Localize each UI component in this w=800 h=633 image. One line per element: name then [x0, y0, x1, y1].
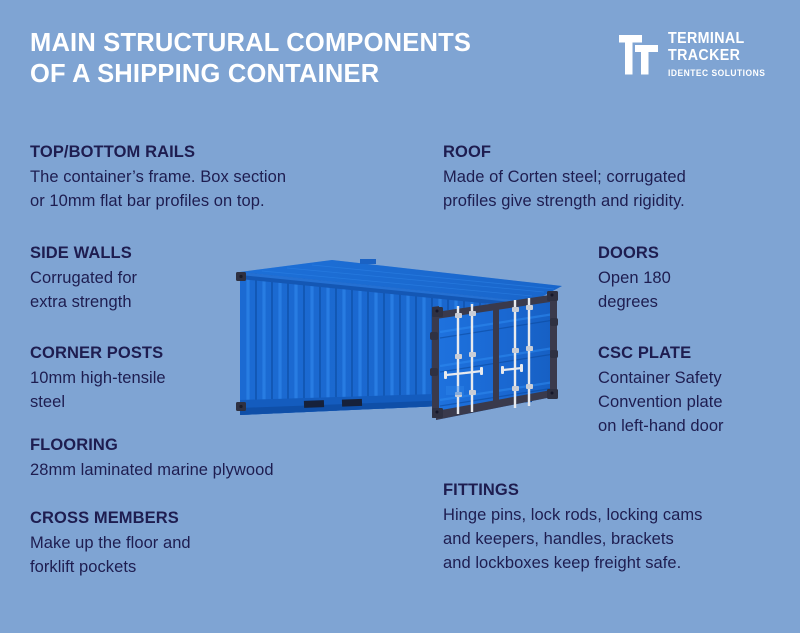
container-top-rail	[240, 272, 532, 308]
callout-title: CORNER POSTS	[30, 344, 164, 362]
container-roof	[240, 259, 562, 302]
callout-body: 28mm laminated marine plywood	[30, 458, 274, 482]
callout-body: Container Safety Convention plate on lef…	[598, 366, 724, 438]
door-hinges	[430, 318, 558, 376]
callout-flooring: FLOORING 28mm laminated marine plywood	[30, 435, 274, 482]
door-frame-right	[550, 294, 557, 397]
callout-body: Corrugated for extra strength	[30, 266, 137, 314]
callout-title: FLOORING	[30, 436, 118, 454]
callout-body-line: Hinge pins, lock rods, locking cams	[443, 506, 703, 524]
callout-title: SIDE WALLS	[30, 244, 132, 262]
callout-body-line: steel	[30, 393, 66, 411]
callout-title: DOORS	[598, 244, 660, 262]
forklift-pocket	[341, 398, 363, 407]
callout-body-line: profiles give strength and rigidity.	[443, 192, 685, 210]
callout-body-line: degrees	[598, 293, 658, 311]
callout-body-line: forklift pockets	[30, 558, 137, 576]
callout-title: FITTINGS	[443, 481, 519, 499]
callout-body-line: The container’s frame. Box section	[30, 168, 287, 186]
callout-body-line: Make up the floor and	[30, 534, 191, 552]
callout-doors: DOORS Open 180 degrees	[598, 243, 671, 314]
forklift-pocket	[303, 400, 325, 408]
callout-body-line: Corrugated for	[30, 269, 138, 287]
callout-body-line: Made of Corten steel; corrugated	[443, 168, 686, 186]
tt-monogram-icon	[619, 35, 659, 75]
door-corner-post-left	[432, 306, 439, 418]
page-title-line-1: MAIN STRUCTURAL COMPONENTS	[30, 29, 472, 57]
callout-fittings: FITTINGS Hinge pins, lock rods, locking …	[443, 480, 702, 575]
callout-body-line: Open 180	[598, 269, 671, 287]
logo-line-1: TERMINAL	[668, 30, 745, 47]
brand-logo: TERMINAL TRACKER IDENTEC SOLUTIONS	[619, 30, 774, 80]
callout-top-bottom-rails: TOP/BOTTOM RAILS The container’s frame. …	[30, 142, 286, 213]
container-door-end	[430, 291, 558, 420]
callout-body-line: and lockboxes keep freight safe.	[443, 554, 682, 572]
callout-body-line: or 10mm flat bar profiles on top.	[30, 192, 265, 210]
callout-body: The container’s frame. Box section or 10…	[30, 165, 286, 213]
callout-body-line: Convention plate	[598, 393, 723, 411]
door-handles	[444, 364, 523, 379]
callout-body: Hinge pins, lock rods, locking cams and …	[443, 503, 702, 575]
logo-wordmark: TERMINAL TRACKER IDENTEC SOLUTIONS	[668, 30, 774, 80]
callout-body: Make up the floor and forklift pockets	[30, 531, 191, 579]
callout-cross-members: CROSS MEMBERS Make up the floor and fork…	[30, 508, 191, 579]
header: MAIN STRUCTURAL COMPONENTS OF A SHIPPING…	[0, 0, 800, 115]
callout-corner-posts: CORNER POSTS 10mm high-tensile steel	[30, 343, 166, 414]
callout-body-line: extra strength	[30, 293, 132, 311]
callout-body-line: 10mm high-tensile	[30, 369, 166, 387]
callout-body-line: and keepers, handles, brackets	[443, 530, 674, 548]
callout-body-line: on left-hand door	[598, 417, 724, 435]
page-title-line-2: OF A SHIPPING CONTAINER	[30, 60, 380, 88]
callout-title: ROOF	[443, 143, 492, 161]
callout-roof: ROOF Made of Corten steel; corrugated pr…	[443, 142, 686, 213]
door-centre-mullion	[493, 303, 499, 408]
callout-title: TOP/BOTTOM RAILS	[30, 143, 196, 161]
callout-csc-plate: CSC PLATE Container Safety Convention pl…	[598, 343, 724, 438]
logo-line-2: TRACKER	[668, 46, 741, 64]
door-corner-castings	[432, 291, 558, 418]
csc-plate	[446, 386, 464, 395]
callout-body: Open 180 degrees	[598, 266, 671, 314]
callout-body-line: Container Safety	[598, 369, 722, 387]
page-title: MAIN STRUCTURAL COMPONENTS OF A SHIPPING…	[30, 28, 530, 90]
callout-side-walls: SIDE WALLS Corrugated for extra strength	[30, 243, 137, 314]
callout-body-line: 28mm laminated marine plywood	[30, 461, 274, 479]
callout-title: CSC PLATE	[598, 344, 692, 362]
door-lock-rods	[455, 298, 533, 414]
container-corner-posts-far	[236, 272, 246, 411]
callout-body: 10mm high-tensile steel	[30, 366, 166, 414]
logo-tagline: IDENTEC SOLUTIONS	[668, 68, 766, 78]
callout-body: Made of Corten steel; corrugated profile…	[443, 165, 686, 213]
shipping-container-illustration	[232, 250, 572, 450]
callout-title: CROSS MEMBERS	[30, 509, 179, 527]
